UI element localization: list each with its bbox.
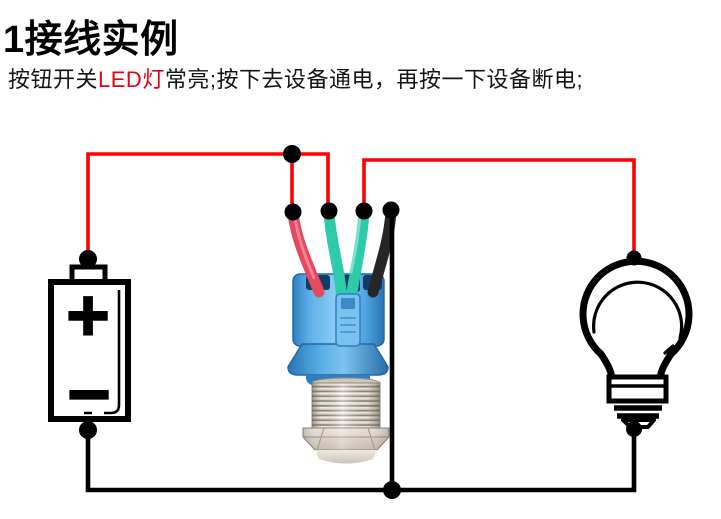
battery-minus-label: −: [65, 359, 114, 427]
page-title: 1接线实例: [3, 19, 179, 61]
switch-hex-nut-shading: [303, 428, 389, 450]
switch-wire-teal-highlight: [349, 214, 362, 274]
switch-wire-black: [367, 206, 397, 298]
battery-symbol: + −: [48, 264, 131, 429]
light-bulb-symbol: [579, 257, 693, 429]
bulb-screw-base: [606, 374, 669, 404]
connection-dots: [79, 145, 642, 499]
battery-body: [48, 279, 131, 422]
positive-wire-battery-to-switch: [86, 152, 330, 259]
positive-wire-switch-to-bulb: [362, 158, 636, 258]
description-part2: 常亮;按下去设备通电，再按一下设备断电;: [164, 67, 584, 92]
connection-dot-bulb-bottom: [626, 421, 642, 437]
connection-dot-bulb-top: [626, 250, 642, 266]
connector-latch-lines: [340, 317, 356, 333]
switch-wire-teal-2: [346, 207, 370, 298]
switch-thread-shading: [311, 382, 381, 429]
bulb-globe: [579, 257, 693, 380]
connection-dot-top-junction: [283, 145, 301, 163]
connection-dot-battery-positive: [79, 250, 97, 268]
connection-dot-black-wire: [382, 201, 400, 219]
bulb-highlight-arc: [592, 280, 684, 340]
negative-wires: [85, 429, 637, 493]
battery-plus-label: +: [64, 280, 113, 348]
description-highlight: LED灯: [98, 67, 165, 92]
connection-dot-teal-wire-1: [320, 202, 338, 220]
connector-latch-notch: [341, 298, 355, 309]
connection-dot-red-wire: [284, 203, 302, 221]
bulb-highlight-dash: [663, 344, 675, 355]
push-button-switch: [287, 206, 397, 464]
switch-wire-red-highlight: [293, 216, 316, 280]
battery-inner-detail-line: [84, 290, 121, 415]
switch-bottom-cap: [315, 450, 377, 464]
positive-wires: [86, 152, 636, 259]
connection-dot-teal-wire-2: [355, 202, 373, 220]
negative-wire-bottom-rail: [85, 429, 637, 493]
connection-dot-battery-negative: [79, 421, 97, 439]
description-part1: 按钮开关: [8, 67, 99, 92]
page-description: 按钮开关LED灯常亮;按下去设备通电，再按一下设备断电;: [8, 62, 583, 94]
connection-dot-bottom-junction: [383, 481, 401, 499]
connector-skirt: [287, 343, 389, 376]
switch-wire-teal-1: [323, 207, 349, 334]
